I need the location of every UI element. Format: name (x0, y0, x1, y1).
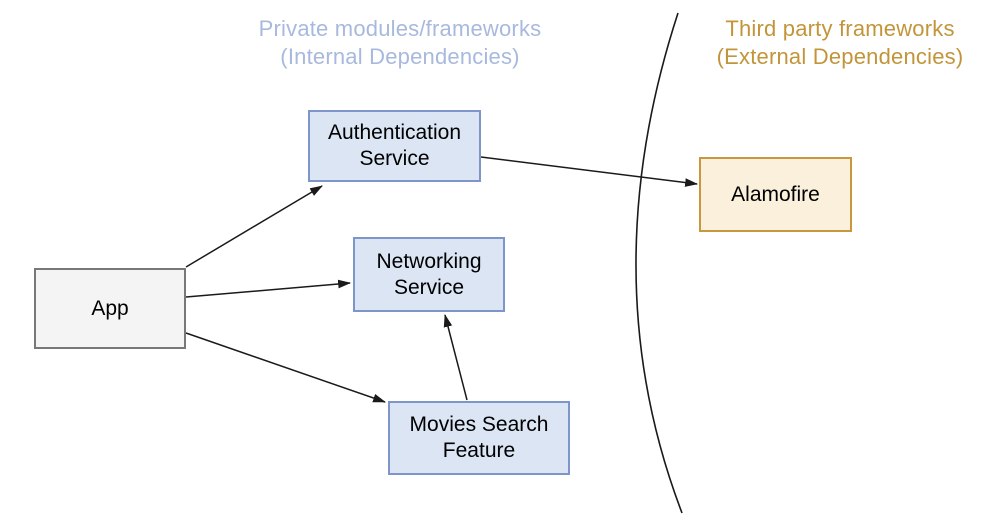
node-authentication-service: Authentication Service (308, 110, 481, 182)
node-networking-service: Networking Service (353, 237, 505, 312)
edge-movies-search-feature-to-networking-service (443, 313, 468, 401)
node-movies-search-feature: Movies Search Feature (388, 401, 570, 475)
internal-external-boundary-curve (635, 12, 683, 514)
external-dependencies-header: Third party frameworks (External Depende… (716, 16, 964, 69)
node-alamofire: Alamofire (699, 157, 852, 232)
edge-app-to-authentication-service (185, 185, 323, 268)
edge-app-to-movies-search-feature (185, 332, 387, 403)
edge-app-to-networking-service (185, 279, 352, 298)
edge-authentication-service-to-alamofire (480, 156, 699, 187)
internal-dependencies-header: Private modules/frameworks (Internal Dep… (258, 16, 542, 69)
node-app: App (34, 268, 186, 349)
